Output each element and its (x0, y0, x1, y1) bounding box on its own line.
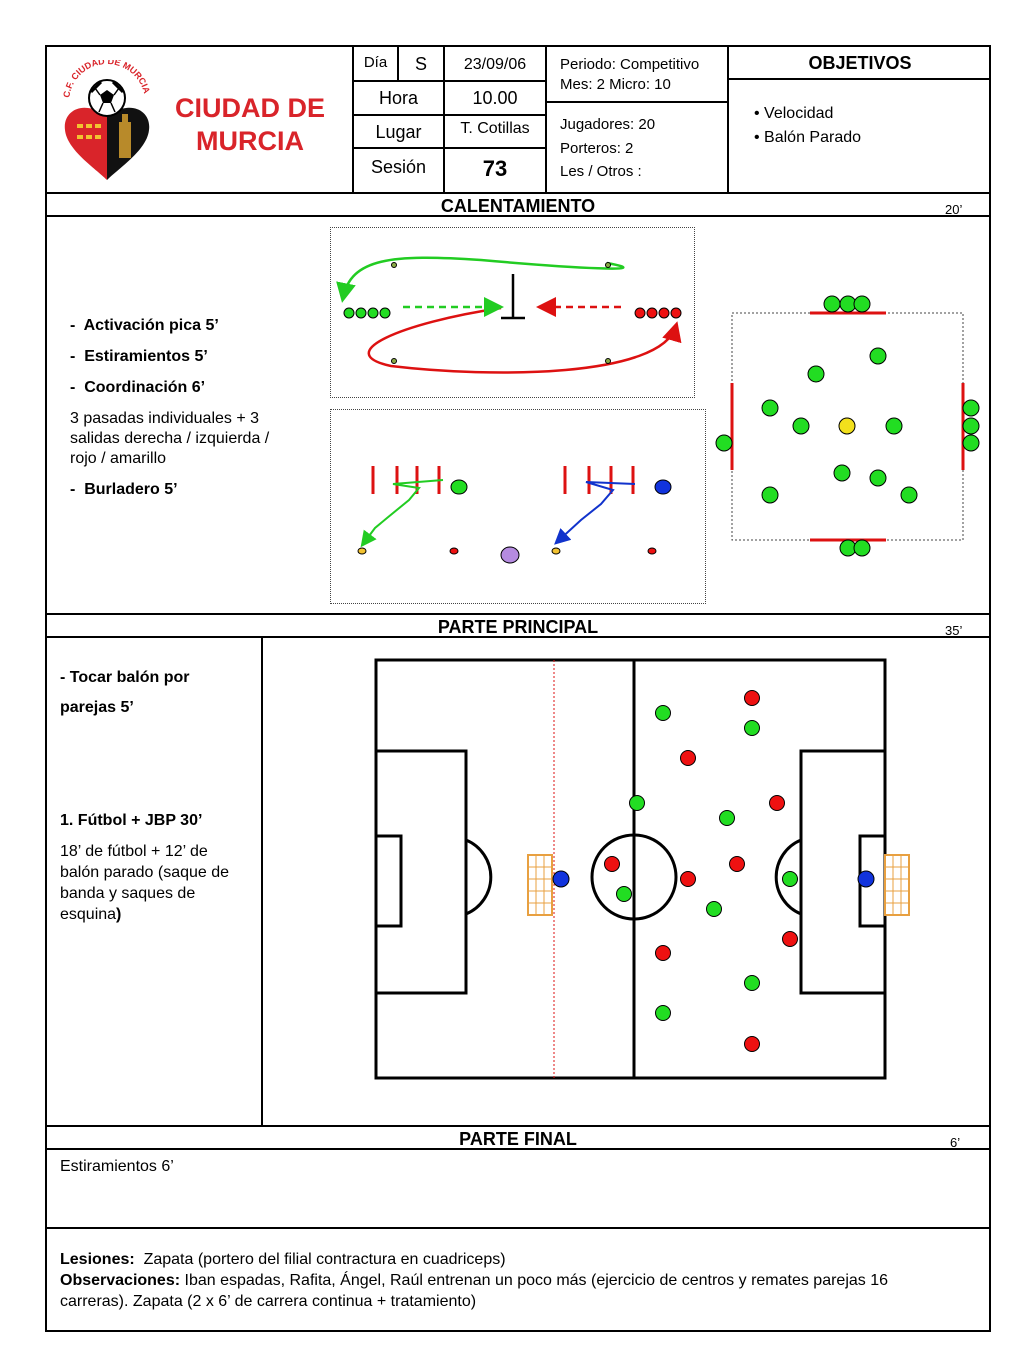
calentamiento-item: - Burladero 5’ (70, 481, 178, 498)
session-date: 23/09/06 (463, 56, 527, 73)
observaciones-label: Observaciones: (60, 1272, 181, 1289)
lesiones-line: Lesiones: Zapata (portero del filial con… (60, 1249, 960, 1270)
sesion-label: Sesión (370, 157, 427, 177)
club-crest-logo: C.F. CIUDAD DE MURCIA (61, 60, 152, 180)
header-divider (727, 45, 729, 194)
les-otros: Les / Otros : (560, 163, 642, 180)
header-row-line (352, 80, 545, 82)
porteros: Porteros: 2 (560, 140, 634, 157)
objetivo-item: Velocidad (754, 102, 861, 126)
principal-item2: 1. Fútbol + JBP 30’ (60, 812, 203, 829)
lesiones-text: Zapata (portero del filial contractura e… (143, 1251, 506, 1268)
item-text: Estiramientos 5’ (84, 348, 208, 365)
mes-micro: Mes: 2 Micro: 10 (560, 76, 671, 93)
principal-item1-line2: parejas 5’ (60, 699, 134, 716)
goal-left (527, 854, 553, 916)
drill-burladero-diagram (330, 409, 706, 604)
final-text: Estiramientos 6’ (60, 1158, 174, 1175)
section-line (45, 215, 991, 217)
header-divider (443, 45, 445, 194)
header-divider (397, 45, 399, 81)
final-duration: 6’ (950, 1135, 961, 1150)
lesiones-label: Lesiones: (60, 1251, 135, 1268)
calentamiento-duration: 20’ (945, 202, 963, 217)
calentamiento-title: CALENTAMIENTO (440, 196, 596, 216)
principal-duration: 35’ (945, 623, 963, 638)
objetivo-item: Balón Parado (754, 126, 861, 150)
dia-value: S (414, 54, 427, 74)
principal-item2-desc-end: ) (116, 906, 122, 923)
observaciones-line: Observaciones: Iban espadas, Rafita, Áng… (60, 1270, 960, 1312)
calentamiento-item: - Activación pica 5’ (70, 317, 219, 334)
calentamiento-description: 3 pasadas individuales + 3 salidas derec… (70, 410, 270, 467)
header-row-line (352, 114, 545, 116)
principal-divider (261, 636, 263, 1126)
item-text: Burladero 5’ (84, 481, 178, 498)
header-row-line (727, 78, 991, 80)
lugar-label: Lugar (375, 122, 422, 142)
principal-item1-line1: - Tocar balón por (60, 669, 190, 686)
section-line (45, 1227, 991, 1229)
principal-title: PARTE PRINCIPAL (437, 617, 599, 637)
goal-right (884, 854, 910, 916)
sesion-value: 73 (482, 156, 508, 181)
principal-text: - Tocar balón por parejas 5’ 1. Fútbol +… (60, 668, 250, 925)
calentamiento-item: - Estiramientos 5’ (70, 348, 208, 365)
principal-item2-desc-text: 18’ de fútbol + 12’ de balón parado (saq… (60, 843, 230, 923)
header-divider (352, 45, 354, 194)
observaciones-text: Iban espadas, Rafita, Ángel, Raúl entren… (60, 1272, 889, 1310)
hora-label: Hora (378, 88, 418, 108)
header-row-line (352, 147, 545, 149)
hora-value: 10.00 (472, 88, 518, 108)
header-divider (545, 45, 547, 194)
item-text: Coordinación 6’ (84, 379, 206, 396)
drill-activacion-diagram (330, 227, 695, 398)
section-line (45, 636, 991, 638)
club-name-line1: CIUDAD DE (174, 93, 325, 123)
section-line (45, 192, 991, 194)
section-line (45, 1125, 991, 1127)
principal-item2-desc: 18’ de fútbol + 12’ de balón parado (saq… (60, 841, 250, 925)
club-name-line2: MURCIA (196, 126, 304, 156)
calentamiento-text: - Activación pica 5’ - Estiramientos 5’ … (70, 316, 290, 500)
jugadores: Jugadores: 20 (560, 116, 656, 133)
final-title: PARTE FINAL (459, 1129, 577, 1149)
item-text: Activación pica 5’ (83, 317, 219, 334)
objetivos-list: Velocidad Balón Parado (754, 102, 861, 150)
lugar-value: T. Cotillas (460, 120, 530, 137)
football-pitch-diagram (374, 658, 910, 1080)
drill-burladero-svg (357, 466, 672, 564)
section-line (45, 1148, 991, 1150)
notes-block: Lesiones: Zapata (portero del filial con… (60, 1249, 960, 1312)
session-sheet (45, 45, 991, 1332)
dia-label: Día (363, 54, 388, 71)
drill-activacion-svg (336, 256, 682, 374)
calentamiento-item: - Coordinación 6’ (70, 379, 206, 396)
objetivos-title: OBJETIVOS (808, 53, 912, 73)
header-row-line (545, 101, 727, 103)
club-name: CIUDAD DE MURCIA (160, 92, 340, 158)
drill-rondo-diagram (715, 295, 980, 557)
section-line (45, 613, 991, 615)
periodo: Periodo: Competitivo (560, 56, 700, 73)
